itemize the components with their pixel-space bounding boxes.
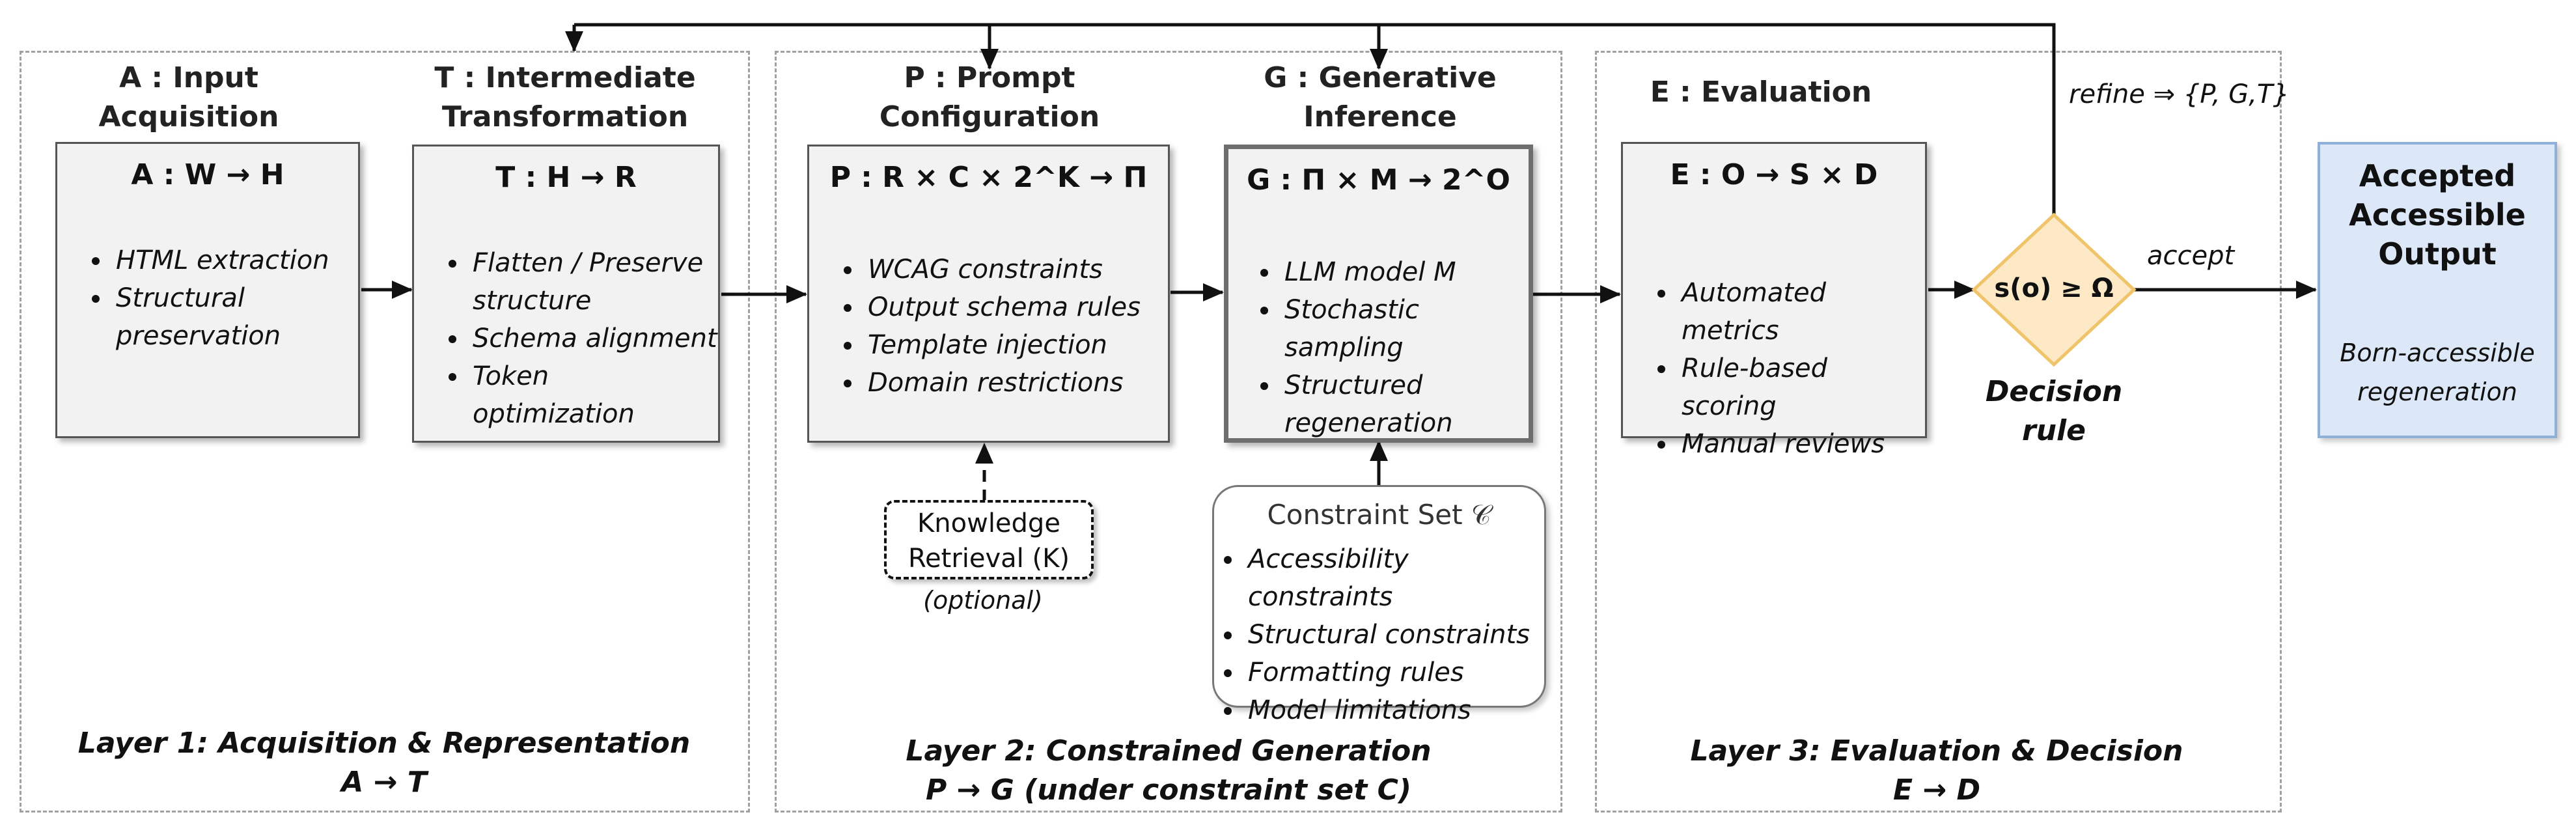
stage-g-bullets: LLM model M Stochastic sampling Structur… [1252, 253, 1529, 442]
constraint-set-title: Constraint Set 𝒞 [1267, 499, 1491, 531]
stage-a-bullets: HTML extraction Structural preservation [83, 242, 329, 355]
layer-1-container [20, 51, 750, 813]
layer-3-container [1595, 51, 2282, 813]
stage-e-bullets: Automated metrics Rule-based scoring Man… [1649, 274, 1925, 463]
stage-e-heading: E : Evaluation [1650, 76, 1872, 109]
stage-e-formula: E : O → S × D [1670, 158, 1878, 191]
layer-2-container [775, 51, 1562, 813]
decision-condition: s(o) ≥ Ω [1994, 273, 2114, 303]
knowledge-optional-note: (optional) [923, 586, 1043, 615]
stage-p-formula: P : R × C × 2^K → Π [829, 161, 1148, 194]
constraint-set-box: Constraint Set 𝒞 Accessibility constrain… [1212, 485, 1546, 725]
stage-p-box: P : R × C × 2^K → Π WCAG constraints Out… [807, 145, 1170, 443]
accept-label: accept [2147, 241, 2235, 271]
refine-label: refine ⇒ {P, G,T} [2069, 79, 2290, 109]
stage-t-box: T : H → R Flatten / Preserve structure S… [412, 145, 720, 443]
decision-diamond [1971, 212, 2137, 367]
knowledge-retrieval-box: Knowledge Retrieval (K) [884, 500, 1094, 579]
constraint-set-items: Accessibility constraints Structural con… [1215, 540, 1544, 729]
stage-t-formula: T : H → R [495, 161, 637, 194]
stage-a-box: A : W → H HTML extraction Structural pre… [55, 142, 360, 438]
stage-a-formula: A : W → H [131, 158, 284, 191]
stage-p-bullets: WCAG constraints Output schema rules Tem… [835, 251, 1141, 402]
stage-g-formula: G : Π × M → 2^O [1247, 163, 1510, 197]
stage-e-box: E : O → S × D Automated metrics Rule-bas… [1621, 142, 1927, 459]
refine-loop [574, 23, 2056, 215]
stage-g-box: G : Π × M → 2^O LLM model M Stochastic s… [1224, 145, 1533, 443]
stage-t-bullets: Flatten / Preserve structure Schema alig… [440, 244, 718, 433]
